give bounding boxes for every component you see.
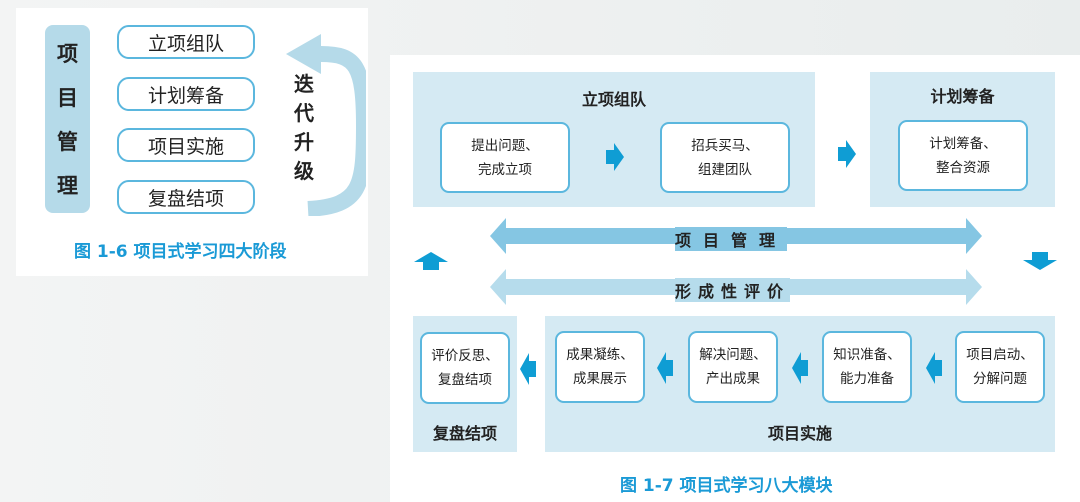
figure-caption: 图 1-7 项目式学习八大模块 bbox=[620, 476, 833, 496]
zone-title: 立项组队 bbox=[581, 90, 646, 109]
module-line: 评价反思、 bbox=[431, 348, 499, 364]
module-line: 知识准备、 bbox=[833, 347, 901, 363]
module-line: 能力准备 bbox=[840, 371, 894, 387]
module-line: 招兵买马、 bbox=[691, 137, 759, 154]
figure-1-6: 项 目 管 理 立项组队 计划筹备 项目实施 复盘结项 迭 代 升 级 图 1-… bbox=[16, 8, 368, 276]
module-line: 计划筹备、 bbox=[929, 135, 997, 152]
formative-evaluation-label: 形成性评价 bbox=[675, 278, 791, 302]
side-char: 项 bbox=[57, 42, 78, 66]
module-line: 整合资源 bbox=[936, 159, 990, 176]
side-char: 管 bbox=[57, 130, 78, 154]
loop-char: 代 bbox=[294, 101, 314, 125]
arrow-left-icon bbox=[520, 353, 536, 385]
module-line: 解决问题、 bbox=[699, 347, 767, 363]
module-box: 提出问题、完成立项 bbox=[440, 122, 570, 193]
zone-title: 复盘结项 bbox=[432, 424, 497, 443]
module-box: 计划筹备、整合资源 bbox=[898, 120, 1028, 191]
zone-title: 项目实施 bbox=[767, 424, 832, 443]
stage-box: 计划筹备 bbox=[117, 77, 255, 111]
module-box: 解决问题、产出成果 bbox=[688, 331, 778, 403]
module-box: 成果凝练、成果展示 bbox=[555, 331, 645, 403]
zone-title: 计划筹备 bbox=[930, 87, 995, 106]
stage-box: 复盘结项 bbox=[117, 180, 255, 214]
module-box: 招兵买马、组建团队 bbox=[660, 122, 790, 193]
arrow-left-icon bbox=[926, 352, 942, 384]
arrow-left-icon bbox=[792, 352, 808, 384]
arrow-right-icon bbox=[838, 140, 856, 168]
module-line: 完成立项 bbox=[478, 161, 532, 178]
module-box: 知识准备、能力准备 bbox=[822, 331, 912, 403]
module-line: 项目启动、 bbox=[966, 347, 1034, 363]
arrow-right-icon bbox=[606, 143, 624, 171]
module-line: 复盘结项 bbox=[438, 372, 492, 388]
module-box: 项目启动、分解问题 bbox=[955, 331, 1045, 403]
stage-box: 项目实施 bbox=[117, 128, 255, 162]
arrow-left-icon bbox=[657, 352, 673, 384]
project-management-bar: 项 目 管 理 bbox=[45, 25, 90, 213]
figure-caption: 图 1-6 项目式学习四大阶段 bbox=[74, 242, 287, 262]
loop-arrow-icon bbox=[286, 34, 366, 216]
stage-box: 立项组队 bbox=[117, 25, 255, 59]
iterate-label: 迭 代 升 级 bbox=[294, 70, 314, 186]
project-management-label: 项目管理 bbox=[675, 227, 788, 251]
module-line: 组建团队 bbox=[698, 161, 752, 178]
arrow-up-icon bbox=[414, 252, 448, 270]
module-line: 产出成果 bbox=[706, 371, 760, 387]
arrow-down-icon bbox=[1023, 252, 1057, 270]
side-char: 目 bbox=[57, 86, 78, 110]
loop-char: 迭 bbox=[294, 72, 314, 96]
module-box: 评价反思、复盘结项 bbox=[420, 332, 510, 404]
loop-char: 级 bbox=[294, 159, 314, 183]
module-line: 成果展示 bbox=[573, 371, 627, 387]
loop-char: 升 bbox=[294, 130, 314, 154]
side-char: 理 bbox=[57, 174, 78, 198]
module-line: 分解问题 bbox=[973, 371, 1027, 387]
module-line: 提出问题、 bbox=[471, 137, 539, 154]
module-line: 成果凝练、 bbox=[566, 347, 634, 363]
